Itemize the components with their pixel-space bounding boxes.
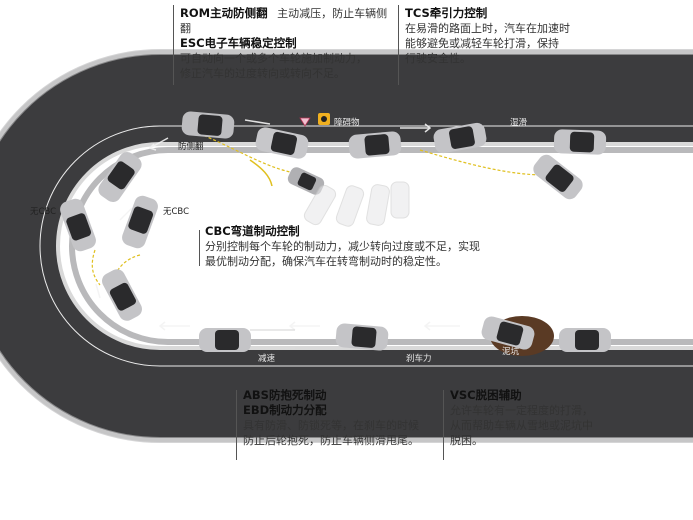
skid-trail (419, 149, 546, 176)
cbc-body-line: 分别控制每个车轮的制动力，减少转向过度或不足，实现 (205, 240, 480, 253)
separator-line (236, 390, 237, 460)
ebd-title: EBD制动力分配 (243, 403, 327, 417)
car (181, 111, 235, 139)
car (122, 195, 158, 249)
tcs-block: TCS牵引力控制 在易滑的路面上时，汽车在加速时 能够避免或减轻车轮打滑，保持 … (405, 6, 595, 66)
road-surface (0, 53, 693, 438)
abs-body-line: 防止后轮抱死，防止车辆侧滑甩尾。 (243, 434, 419, 447)
car (533, 154, 583, 200)
esc-body-line: 修正汽车的过度转向或转向不足。 (180, 67, 345, 80)
tcs-body-line: 在易滑的路面上时，汽车在加速时 (405, 22, 570, 35)
skid-trail (249, 159, 273, 187)
label-anti-rollover: 防侧翻 (178, 142, 204, 152)
cbc-block: CBC弯道制动控制 分别控制每个车轮的制动力，减少转向过度或不足，实现 最优制动… (205, 224, 505, 269)
esc-title: ESC电子车辆稳定控制 (180, 36, 297, 50)
motion-arrows (95, 119, 460, 331)
car (433, 122, 487, 154)
abs-title: ABS防抱死制动 (243, 388, 327, 402)
abs-ebd-block: ABS防抱死制动 EBD制动力分配 具有防滑、防锁死等，在刹车的时候 防止后轮抱… (243, 388, 443, 448)
vsc-title: VSC脱困辅助 (450, 388, 522, 402)
skid-trail (91, 249, 101, 286)
label-decelerate: 减速 (258, 354, 276, 364)
decelerate-marker (250, 329, 295, 349)
label-mud-pit: 泥坑 (502, 347, 520, 357)
vsc-body-line: 允许车轮有一定程度的打滑， (450, 404, 593, 417)
cbc-body-line: 最优制动分配，确保汽车在转弯制动时的稳定性。 (205, 255, 447, 268)
esc-body-line: 可自动向一个或多个车轮施加制动力， (180, 52, 367, 65)
car (481, 316, 535, 350)
label-no-cbc-right: 无CBC (163, 207, 190, 217)
car (255, 127, 309, 159)
tcs-body-line: 行驶安全性。 (405, 52, 471, 65)
car (335, 323, 389, 351)
car (559, 328, 611, 352)
ghost-car (303, 181, 410, 227)
warning-triangle-icon (299, 117, 311, 127)
vsc-body-line: 从而帮助车辆从雪地或泥坑中 (450, 419, 593, 432)
vsc-body-line: 脱困。 (450, 434, 483, 447)
label-no-cbc-left: 无CBC (30, 207, 57, 217)
rom-title: ROM主动防侧翻 (180, 6, 268, 20)
separator-line (398, 5, 399, 85)
rom-esc-block: ROM主动防侧翻 主动减压，防止车辆侧翻 ESC电子车辆稳定控制 可自动向一个或… (180, 6, 395, 81)
car (60, 198, 96, 252)
vsc-block: VSC脱困辅助 允许车轮有一定程度的打滑， 从而帮助车辆从雪地或泥坑中 脱困。 (450, 388, 630, 448)
road-outer-rim (0, 49, 693, 443)
separator-line (173, 5, 174, 85)
car (102, 269, 142, 321)
cbc-title: CBC弯道制动控制 (205, 224, 300, 238)
car (199, 328, 251, 352)
car (348, 131, 402, 159)
tcs-body-line: 能够避免或减轻车轮打滑，保持 (405, 37, 559, 50)
separator-line (199, 230, 200, 266)
car (553, 129, 607, 155)
label-skid: 湿滑 (510, 118, 528, 128)
tcs-title: TCS牵引力控制 (405, 6, 488, 20)
separator-line (443, 390, 444, 460)
abs-body-line: 具有防滑、防锁死等，在刹车的时候 (243, 419, 419, 432)
car (287, 167, 325, 195)
lane-divider (39, 125, 693, 367)
label-obstacle: 障碍物 (334, 118, 360, 128)
car (98, 151, 142, 203)
label-brake-force: 刹车力 (406, 354, 432, 364)
rom-note: 主动减压，防止车辆侧翻 (180, 7, 388, 35)
